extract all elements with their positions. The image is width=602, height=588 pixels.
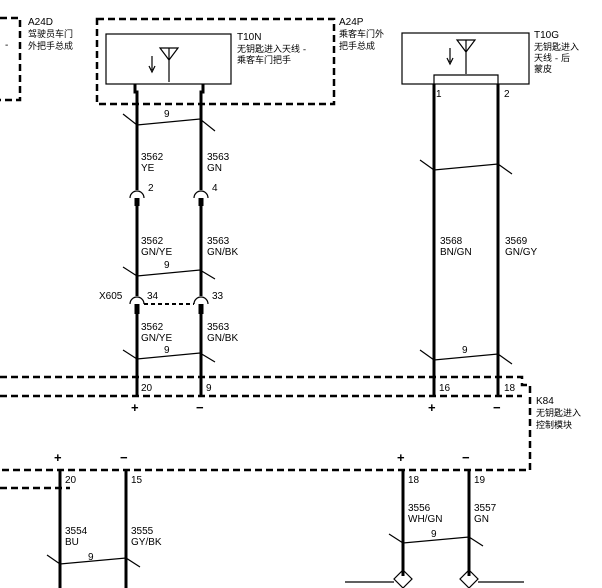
twist-label: 9 [431,529,437,540]
t10g-label-2: 天线 - 后 [534,52,570,64]
wire-color: GN/GY [505,247,538,258]
connector-pin: 34 [147,291,159,302]
wire-circuit: 3555 [131,526,154,537]
wire-color: GN/YE [141,333,172,344]
a24d-label-2: 外把手总成 [28,40,73,52]
k84-label-2: 控制模块 [536,419,572,431]
t10n-code: T10N [237,32,261,43]
pin-number: 19 [474,475,486,486]
minus-sign: − [493,400,501,415]
k84-top-pins: 20 9 16 18 + − + − [131,383,516,415]
wire-color: YE [141,163,155,174]
twist-label: 9 [164,345,170,356]
antenna-icon [148,47,180,82]
t10g-label-3: 蒙皮 [534,63,552,75]
twist-label: 9 [164,260,170,271]
wire-pair-t10g: 9 3568 BN/GN 3569 GN/GY [419,84,538,396]
wire-color: GY/BK [131,537,162,548]
pin-number: 18 [504,383,516,394]
plus-sign: + [54,450,62,465]
wire-circuit: 3563 [207,236,230,247]
plus-sign: + [397,450,405,465]
wire-circuit: 3563 [207,152,230,163]
wire-pair-low: 9 3562 GN/YE 3563 GN/BK [122,314,238,396]
pin-number: 20 [65,475,77,486]
wire-pair-t10n: 9 3562 YE 3563 GN [122,84,230,190]
t10n-label-1: 无钥匙进入天线 - [237,43,306,55]
wire-pair-mid: 9 3562 GN/YE 3563 GN/BK [122,206,238,296]
pin-number: 20 [141,383,153,394]
wire-color: GN [207,163,222,174]
pin-number: 16 [439,383,451,394]
connector-pin: 33 [212,291,224,302]
wire-color: GN/BK [207,333,238,344]
inline-connector: 2 4 [129,183,218,206]
k84-code: K84 [536,396,554,407]
wire-color: WH/GN [408,514,442,525]
a24d-code: A24D [28,17,53,28]
t10n-label-2: 乘客车门把手 [237,54,291,66]
wire-circuit: 3568 [440,236,463,247]
wire-color: BU [65,537,79,548]
t10g-code: T10G [534,30,559,41]
pin-number: 18 [408,475,420,486]
minus-sign: − [120,450,128,465]
wire-circuit: 3563 [207,322,230,333]
plus-sign: + [131,400,139,415]
wire-circuit: 3562 [141,236,164,247]
wire-circuit: 3554 [65,526,88,537]
a24d-label-1: 驾驶员车门 [28,28,73,40]
wire-color: BN/GN [440,247,472,258]
component-k84: K84 无钥匙进入 控制模块 [0,375,581,490]
minus-sign: − [196,400,204,415]
connector-label: X605 [99,291,123,302]
wire-color: GN/BK [207,247,238,258]
a24p-label-2: 把手总成 [339,40,375,52]
component-a24p: A24P 乘客车门外 把手总成 [95,17,384,106]
t10g-label-1: 无钥匙进入 [534,41,579,53]
pin-number: 15 [131,475,143,486]
k84-label-1: 无钥匙进入 [536,407,581,419]
svg-text:-: - [5,40,8,51]
connector-pin: 2 [148,183,154,194]
wire-circuit: 3562 [141,322,164,333]
wire-circuit: 3569 [505,236,528,247]
k84-bottom-pins: + − + − 20 15 18 19 [54,450,486,486]
plus-sign: + [428,400,436,415]
t10g-pin-1: 1 [436,89,442,100]
wire-circuit: 3556 [408,503,431,514]
connector-x605: X605 34 33 [99,291,224,314]
antenna-icon [446,39,477,74]
wire-circuit: 3557 [474,503,497,514]
wire-circuit: 3562 [141,152,164,163]
twist-label: 9 [164,109,170,120]
wire-pair-bottom-left: 9 3554 BU 3555 GY/BK [46,470,162,588]
wire-color: GN [474,514,489,525]
component-t10n: T10N 无钥匙进入天线 - 乘客车门把手 [105,32,306,85]
twist-label: 9 [88,552,94,563]
a24p-label-1: 乘客车门外 [339,28,384,40]
a24p-code: A24P [339,17,364,28]
component-t10g: 1 2 T10G 无钥匙进入 天线 - 后 蒙皮 [401,30,579,100]
pin-number: 9 [206,383,212,394]
twist-label: 9 [462,345,468,356]
connector-pin: 4 [212,183,218,194]
t10g-pin-2: 2 [504,89,510,100]
minus-sign: − [462,450,470,465]
wire-color: GN/YE [141,247,172,258]
wire-pair-bottom-right: 9 3556 WH/GN 3557 GN [345,470,524,588]
component-a24d: A24D 驾驶员车门 外把手总成 - [0,16,73,102]
